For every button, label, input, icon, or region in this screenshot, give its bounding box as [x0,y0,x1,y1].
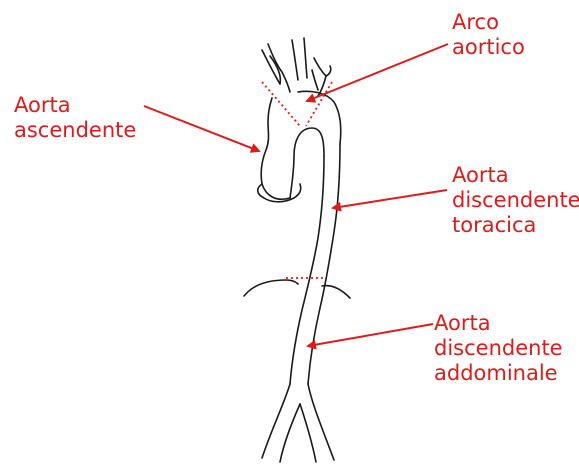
arrow-thoracic [333,190,447,208]
arrow-arch [307,44,448,101]
iliac-right [300,384,334,462]
aorta-outline [244,38,350,462]
label-line: ascendente [14,118,136,143]
diaphragm-left [244,280,298,296]
label-line: Aorta [434,311,563,336]
label-line: discendente [452,188,579,213]
label-line: Aorta [14,93,136,118]
diaphragm-right [322,286,350,298]
label-line: Arco [452,10,525,35]
label-line: Aorta [452,163,579,188]
arch-inner [290,128,324,198]
section-markers [262,82,332,278]
arrow-ascending [144,106,259,151]
label-ascending-aorta: Aorta ascendente [14,93,136,143]
arch-boundary-right [306,82,332,126]
label-line: toracica [452,213,579,238]
arrow-abdominal [308,324,433,346]
label-aortic-arch: Arco aortico [452,10,525,60]
branch-middle [292,38,307,80]
pointer-arrows [144,44,448,346]
label-line: addominale [434,361,563,386]
label-line: aortico [452,35,525,60]
arch-outer [261,98,290,199]
label-descending-abdominal-aorta: Aorta discendente addominale [434,311,563,386]
label-line: discendente [434,336,563,361]
arch-top [298,91,341,144]
descending-left-wall [290,156,324,384]
iliac-left [262,384,300,462]
branch-right [312,58,326,96]
label-descending-thoracic-aorta: Aorta discendente toracica [452,163,579,238]
